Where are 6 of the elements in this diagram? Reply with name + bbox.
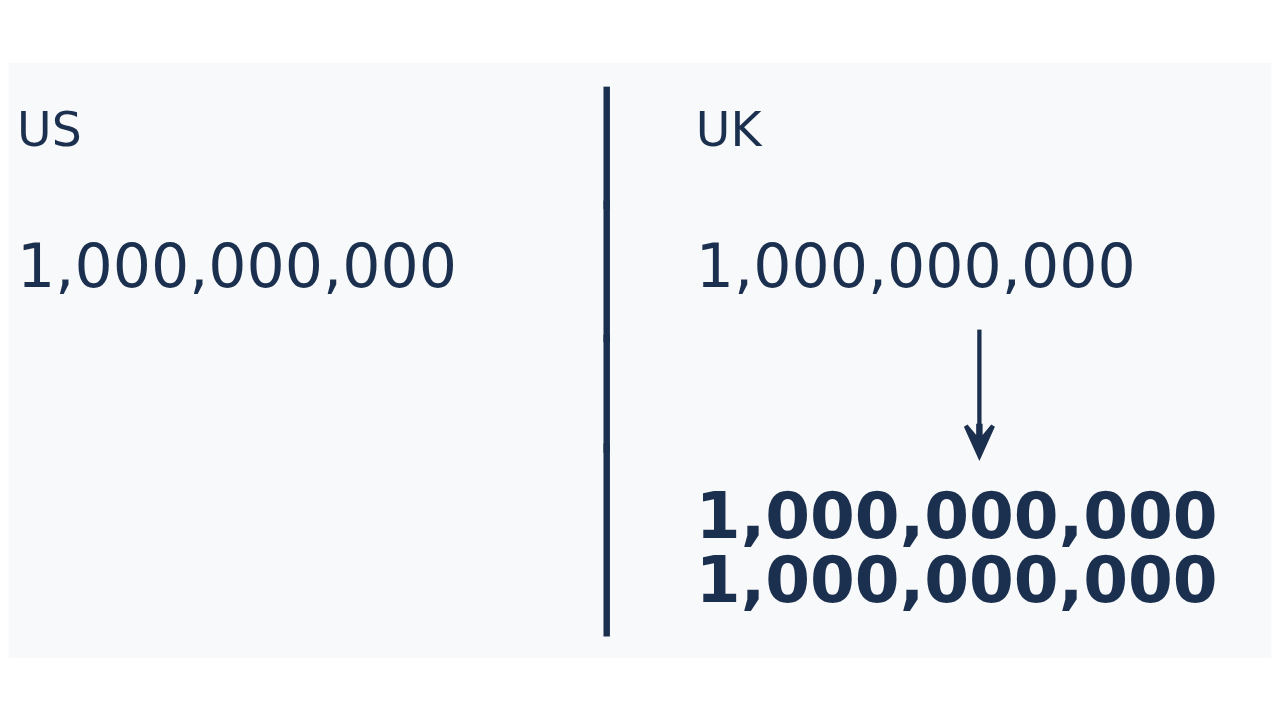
node-text: 1,000,000,000 bbox=[695, 230, 1136, 301]
label: US bbox=[17, 101, 82, 157]
label: 1,000,000,000 bbox=[17, 230, 457, 301]
node-text: 1,000,000,000 1,000,000,000 bbox=[695, 477, 1218, 617]
label: UK bbox=[695, 101, 762, 157]
arrow bbox=[963, 329, 996, 458]
